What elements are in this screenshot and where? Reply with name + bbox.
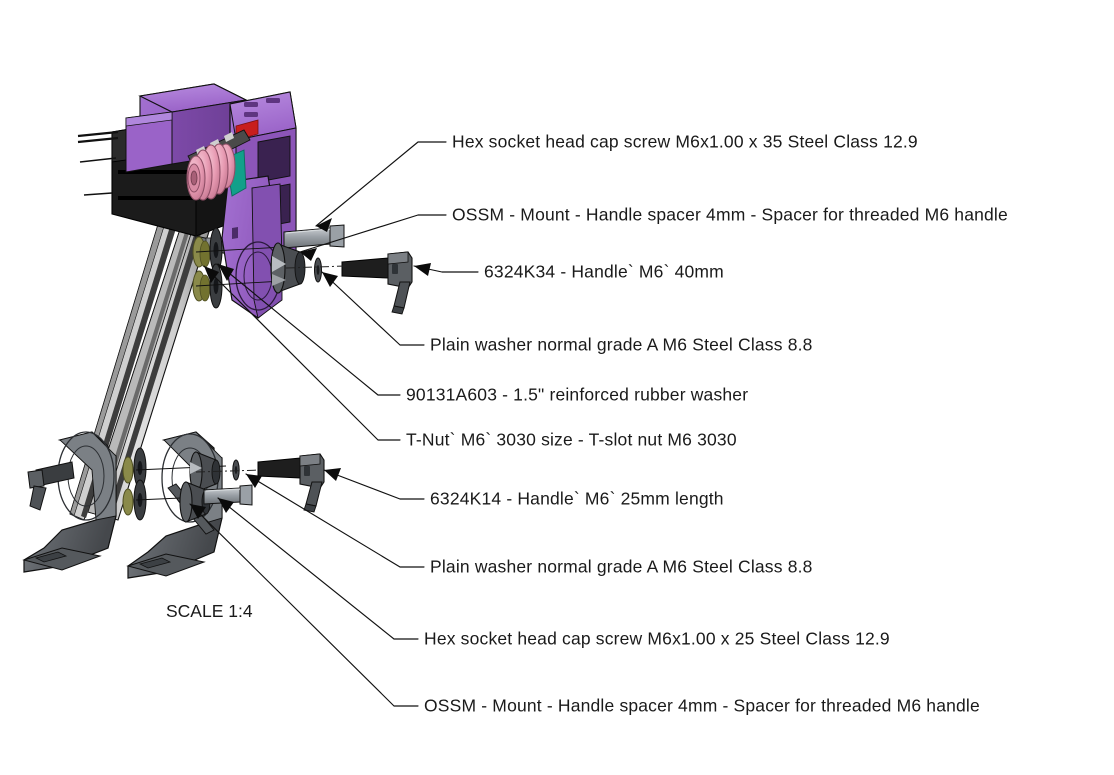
callout-label-handle-6324k34: 6324K34 - Handle` M6` 40mm [484,261,724,282]
callout-label-rubber-washer: 90131A603 - 1.5" reinforced rubber washe… [406,384,749,405]
leader-callout-1 [315,141,447,232]
leader-callout-2 [299,214,447,261]
leader-callout-8 [245,473,425,568]
lower-washer-stack [122,447,227,521]
plain-washer-upper [314,257,322,283]
scale-note: SCALE 1:4 [166,601,253,621]
aluminum-extrusion-rail [69,213,213,521]
pink-stepped-pulley-cone [186,143,236,201]
base-bracket-upper [22,431,117,573]
threaded-handle-lower [257,453,325,513]
callout-label-hex-screw-25: Hex socket head cap screw M6x1.00 x 25 S… [424,628,890,649]
callout-label-handle-6324k14: 6324K14 - Handle` M6` 25mm length [430,488,724,509]
leader-callout-10 [189,503,419,707]
lower-hardware-group [179,451,325,523]
callout-label-ossm-spacer-lower: OSSM - Mount - Handle spacer 4mm - Space… [424,695,980,716]
threaded-handle-upper [341,251,413,315]
leader-callout-9 [217,497,419,640]
leader-callout-3 [413,263,479,276]
leader-callout-6 [203,265,401,441]
leader-callout-7 [323,468,425,500]
callout-label-plain-washer-lower: Plain washer normal grade A M6 Steel Cla… [430,556,813,577]
hex-cap-screw-lower [203,484,253,506]
callout-label-hex-screw-35: Hex socket head cap screw M6x1.00 x 35 S… [452,131,918,152]
leader-callout-4 [321,271,425,346]
callout-label-t-nut: T-Nut` M6` 3030 size - T-slot nut M6 303… [406,429,737,450]
upper-hardware-group [270,224,413,315]
callout-label-plain-washer-upper: Plain washer normal grade A M6 Steel Cla… [430,334,813,355]
leader-callout-5 [217,263,401,396]
callout-label-ossm-spacer-upper: OSSM - Mount - Handle spacer 4mm - Space… [452,204,1008,225]
